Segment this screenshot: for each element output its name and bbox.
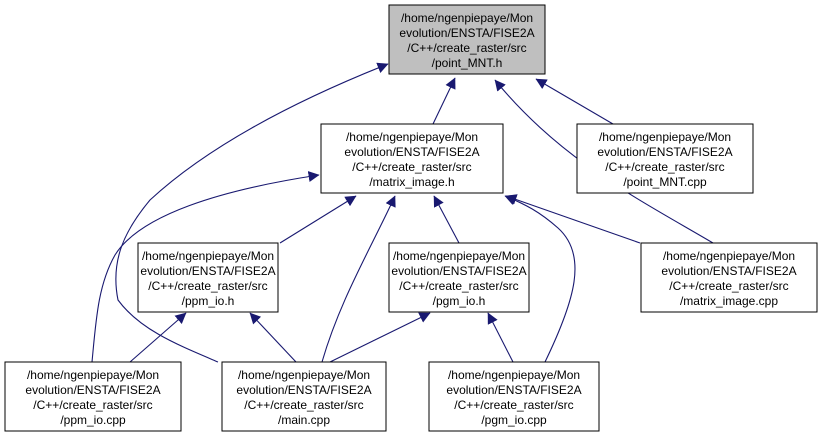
node-ppm_io_h[interactable]: /home/ngenpiepaye/Monevolution/ENSTA/FIS… xyxy=(137,242,279,313)
node-box xyxy=(388,242,530,313)
node-box xyxy=(320,123,504,194)
node-label-line: /pgm_io.cpp xyxy=(481,413,547,427)
node-label-line: evolution/ENSTA/FISE2A xyxy=(661,264,796,278)
node-label-line: evolution/ENSTA/FISE2A xyxy=(344,145,479,159)
node-ppm_io_cpp[interactable]: /home/ngenpiepaye/Monevolution/ENSTA/FIS… xyxy=(4,361,182,432)
node-label-line: /matrix_image.h xyxy=(369,175,454,189)
node-label-line: /C++/create_raster/src xyxy=(244,398,363,412)
edge-main_cpp-to-pgm_io_h xyxy=(329,312,431,363)
node-label-line: evolution/ENSTA/FISE2A xyxy=(399,26,534,40)
node-label-line: /home/ngenpiepaye/Mon xyxy=(599,130,731,144)
edge-ppm_io_h-to-matrix_image_h xyxy=(279,195,357,244)
node-label-line: evolution/ENSTA/FISE2A xyxy=(391,264,526,278)
edge-point_MNT_cpp-to-point_MNT_h xyxy=(535,78,614,125)
node-pgm_io_h[interactable]: /home/ngenpiepaye/Monevolution/ENSTA/FIS… xyxy=(388,242,530,313)
node-point_MNT_h[interactable]: /home/ngenpiepaye/Monevolution/ENSTA/FIS… xyxy=(388,4,546,75)
node-label-line: evolution/ENSTA/FISE2A xyxy=(446,383,581,397)
node-box xyxy=(221,361,387,432)
edges xyxy=(91,62,714,363)
edge-pgm_io_cpp-to-pgm_io_h xyxy=(487,312,514,363)
node-box xyxy=(137,242,279,313)
node-main_cpp[interactable]: /home/ngenpiepaye/Monevolution/ENSTA/FIS… xyxy=(221,361,387,432)
edge-matrix_image_h-to-point_MNT_h xyxy=(432,77,456,125)
node-label-line: /home/ngenpiepaye/Mon xyxy=(448,368,580,382)
node-label-line: /pgm_io.h xyxy=(433,294,486,308)
node-label-line: /C++/create_raster/src xyxy=(33,398,152,412)
node-label-line: /ppm_io.h xyxy=(182,294,235,308)
edge-ppm_io_cpp-to-ppm_io_h xyxy=(129,312,187,363)
edge-matrix_image_cpp-to-matrix_image_h xyxy=(505,194,641,244)
node-label-line: /point_MNT.h xyxy=(432,56,503,70)
edge-ppm_io_cpp-to-matrix_image_h xyxy=(91,171,320,363)
node-point_MNT_cpp[interactable]: /home/ngenpiepaye/Monevolution/ENSTA/FIS… xyxy=(576,123,754,194)
node-label-line: /home/ngenpiepaye/Mon xyxy=(27,368,159,382)
edge-main_cpp-to-matrix_image_h xyxy=(321,195,396,363)
node-label-line: /matrix_image.cpp xyxy=(680,294,778,308)
node-box xyxy=(428,361,600,432)
node-label-line: /main.cpp xyxy=(278,413,330,427)
node-label-line: /C++/create_raster/src xyxy=(399,279,518,293)
edge-pgm_io_h-to-matrix_image_h xyxy=(433,195,460,244)
node-label-line: /home/ngenpiepaye/Mon xyxy=(393,249,525,263)
edge-main_cpp-to-ppm_io_h xyxy=(249,312,297,363)
node-label-line: evolution/ENSTA/FISE2A xyxy=(236,383,371,397)
node-box xyxy=(4,361,182,432)
nodes: /home/ngenpiepaye/Monevolution/ENSTA/FIS… xyxy=(4,4,818,432)
node-label-line: /home/ngenpiepaye/Mon xyxy=(663,249,795,263)
node-label-line: /C++/create_raster/src xyxy=(352,160,471,174)
node-label-line: evolution/ENSTA/FISE2A xyxy=(597,145,732,159)
node-box xyxy=(640,242,818,313)
node-label-line: evolution/ENSTA/FISE2A xyxy=(140,264,275,278)
node-label-line: /home/ngenpiepaye/Mon xyxy=(401,11,533,25)
node-box xyxy=(388,4,546,75)
node-label-line: /home/ngenpiepaye/Mon xyxy=(142,249,274,263)
node-label-line: /C++/create_raster/src xyxy=(407,41,526,55)
node-box xyxy=(576,123,754,194)
node-label-line: /point_MNT.cpp xyxy=(623,175,707,189)
node-label-line: /home/ngenpiepaye/Mon xyxy=(238,368,370,382)
node-label-line: /C++/create_raster/src xyxy=(605,160,724,174)
node-label-line: /C++/create_raster/src xyxy=(148,279,267,293)
node-label-line: /C++/create_raster/src xyxy=(454,398,573,412)
node-label-line: /ppm_io.cpp xyxy=(60,413,126,427)
edge-pgm_io_cpp-to-matrix_image_h xyxy=(504,194,576,363)
edge-main_cpp-to-point_MNT_h xyxy=(115,62,389,363)
node-matrix_image_cpp[interactable]: /home/ngenpiepaye/Monevolution/ENSTA/FIS… xyxy=(640,242,818,313)
node-label-line: /C++/create_raster/src xyxy=(669,279,788,293)
node-pgm_io_cpp[interactable]: /home/ngenpiepaye/Monevolution/ENSTA/FIS… xyxy=(428,361,600,432)
node-label-line: evolution/ENSTA/FISE2A xyxy=(25,383,160,397)
node-label-line: /home/ngenpiepaye/Mon xyxy=(346,130,478,144)
node-matrix_image_h[interactable]: /home/ngenpiepaye/Monevolution/ENSTA/FIS… xyxy=(320,123,504,194)
